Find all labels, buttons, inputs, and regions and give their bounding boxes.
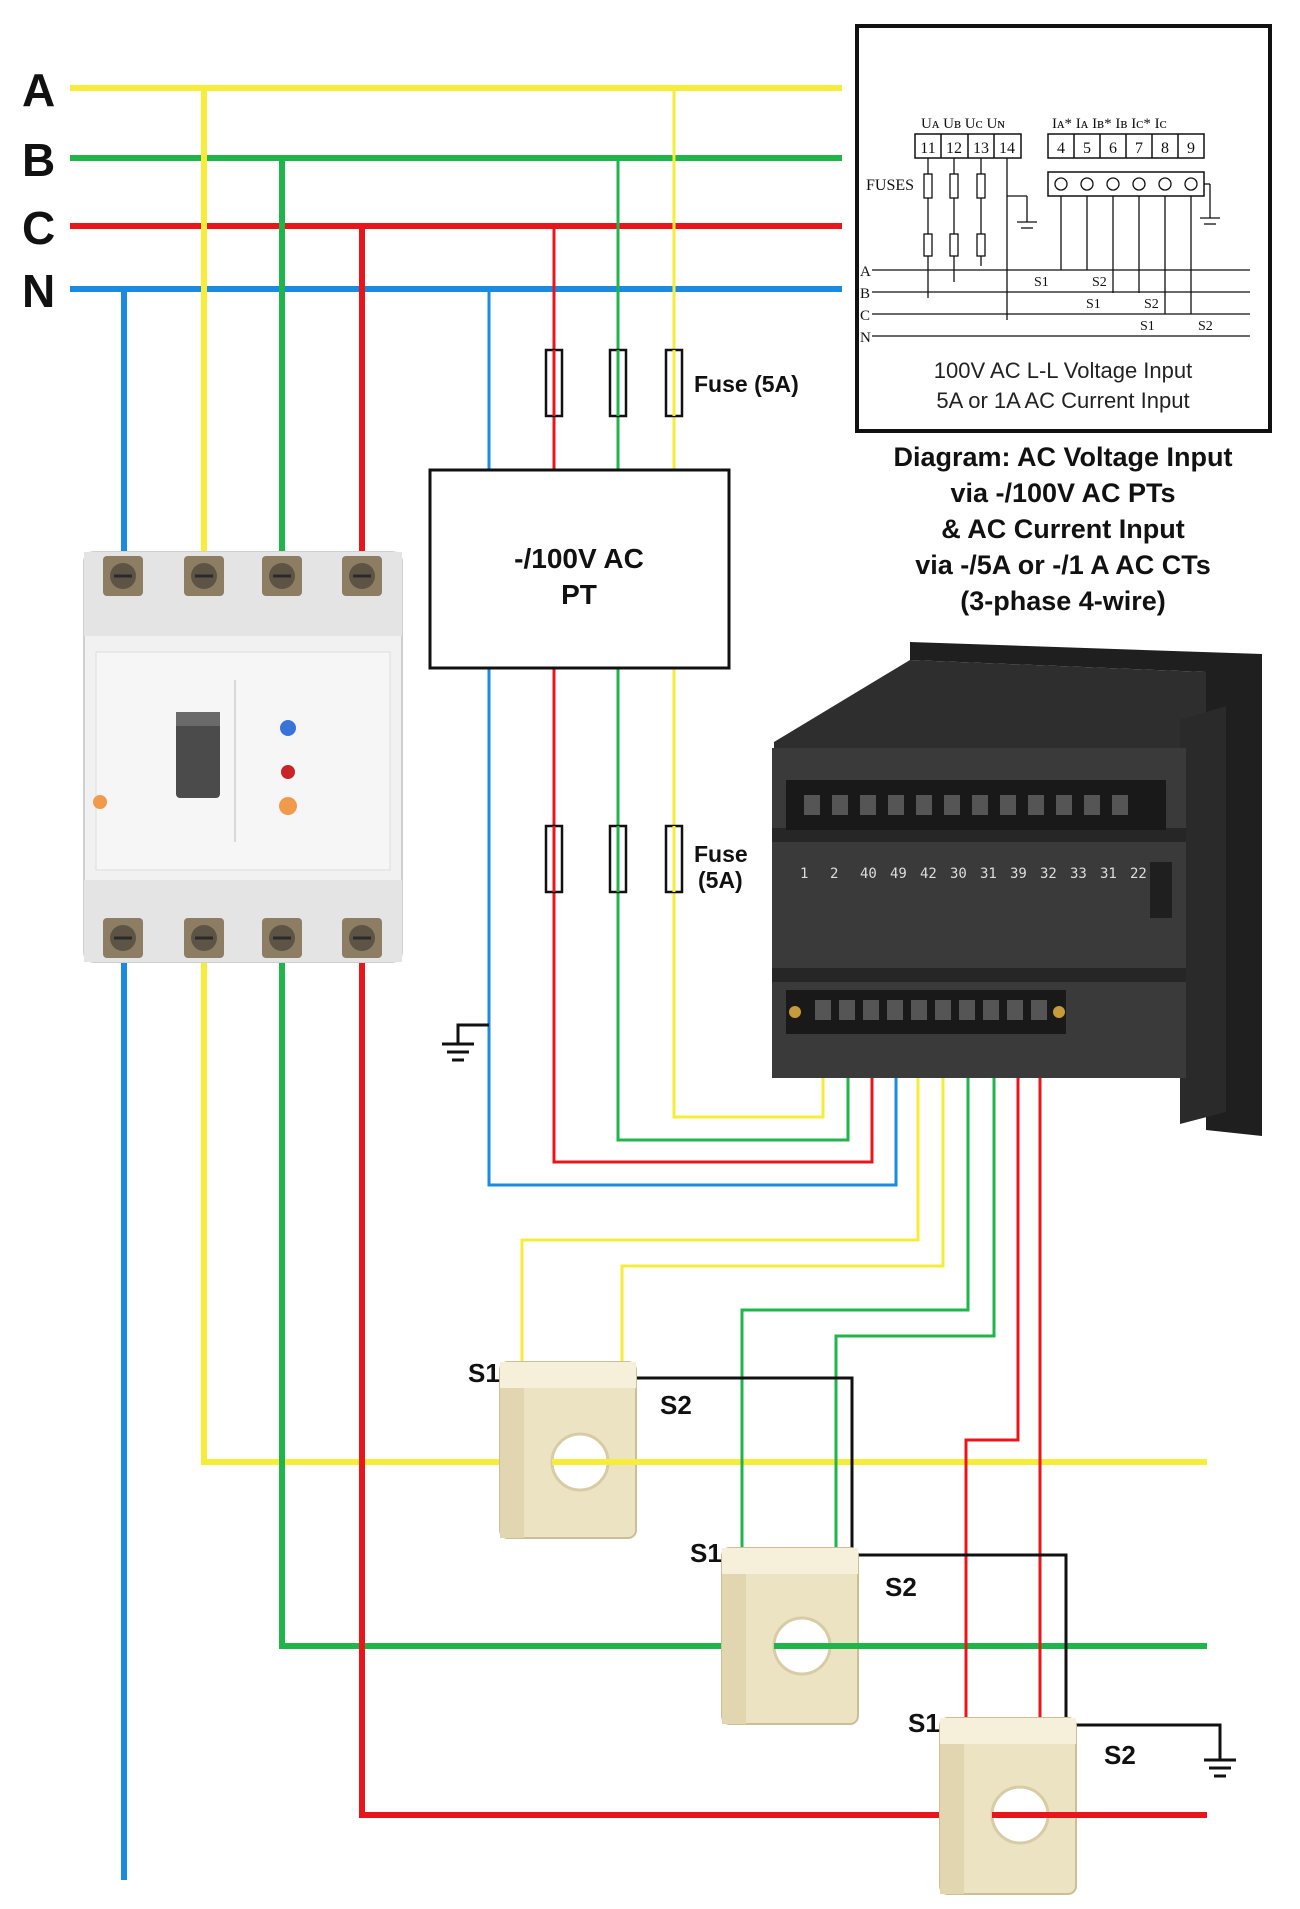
caption-line3: & AC Current Input — [941, 514, 1184, 544]
pt-out-n-wire — [487, 668, 898, 1187]
inset-phase-2: C — [860, 308, 870, 324]
ct2-s2-wire — [834, 1032, 996, 1555]
meter-terminal-number: 40 — [860, 866, 877, 882]
meter-terminal-number: 32 — [1040, 866, 1057, 882]
bus-a-label: A — [22, 64, 55, 116]
inset-ct-2: S1 — [1086, 297, 1101, 312]
inset-vterm-0: 11 — [920, 140, 935, 157]
inset-iterm-4: 8 — [1161, 140, 1169, 157]
meter-side-face — [1180, 706, 1226, 1124]
meter-terminal-number: 42 — [920, 866, 937, 882]
inset-ct-1: S2 — [1092, 275, 1107, 290]
fuse-top-label: Fuse (5A) — [694, 371, 799, 397]
inset-iterm-5: 9 — [1187, 140, 1195, 157]
meter-terminal-number: 39 — [1010, 866, 1027, 882]
circuit-breaker — [83, 551, 403, 963]
breaker-top-terminals — [103, 556, 382, 596]
inset-iterm-2: 6 — [1109, 140, 1117, 157]
inset-phase-1: B — [860, 286, 870, 302]
inset-schematic: Uᴀ Uʙ Uᴄ Uɴ Iᴀ* Iᴀ Iʙ* Iʙ Iᴄ* Iᴄ 11 12 13 1… — [855, 24, 1272, 433]
inset-iterm-0: 4 — [1057, 140, 1065, 157]
current-transformer-1 — [499, 1361, 637, 1539]
breaker-test-button — [280, 720, 296, 736]
pt-ground-icon — [442, 1023, 489, 1062]
bus-b-label: B — [22, 134, 55, 186]
feeder-a-wire — [201, 88, 1207, 1465]
current-transformer-2 — [721, 1547, 859, 1725]
meter-terminal-number: 30 — [950, 866, 967, 882]
inset-phase-3: N — [860, 330, 871, 346]
inset-ct-0: S1 — [1034, 275, 1049, 290]
pt-box — [428, 468, 731, 670]
inset-vterm-1: 12 — [946, 140, 962, 157]
meter-terminal-number: 49 — [890, 866, 907, 882]
inset-voltage-terminal-names: Uᴀ Uʙ Uᴄ Uɴ — [921, 116, 1005, 132]
inset-note-line1: 100V AC L-L Voltage Input — [934, 358, 1193, 383]
caption-line5: (3-phase 4-wire) — [960, 586, 1166, 616]
inset-ct-3: S2 — [1144, 297, 1159, 312]
caption-line2: via -/100V AC PTs — [950, 478, 1175, 508]
meter-label-numbers: 1 2 40 49 42 30 31 39 32 33 31 22 — [800, 866, 1147, 882]
fuse-group-mid — [544, 824, 684, 894]
ct3-s2-label: S2 — [1104, 1740, 1136, 1770]
power-meter: 1 2 40 49 42 30 31 39 32 33 31 22 — [772, 642, 1262, 1136]
inset-phase-0: A — [860, 264, 871, 280]
ct3-s2-ground-wire — [1040, 1723, 1222, 1760]
inset-current-terminal-names: Iᴀ* Iᴀ Iʙ* Iʙ Iᴄ* Iᴄ — [1052, 116, 1167, 132]
ct2-s1-label: S1 — [690, 1538, 722, 1568]
meter-terminal-number: 1 — [800, 866, 808, 882]
meter-upper-terminal-block — [786, 780, 1166, 830]
ct2-s2-label: S2 — [885, 1572, 917, 1602]
meter-lower-terminal-block — [786, 990, 1066, 1034]
inset-fuses-label: FUSES — [866, 177, 914, 194]
meter-terminal-number: 31 — [1100, 866, 1117, 882]
inset-vterm-3: 14 — [999, 140, 1015, 157]
meter-terminal-number: 33 — [1070, 866, 1087, 882]
inset-iterm-3: 7 — [1135, 140, 1143, 157]
meter-terminal-number: 22 — [1130, 866, 1147, 882]
pt-out-b-wire — [616, 668, 850, 1142]
breaker-handle — [176, 712, 220, 798]
breaker-indicator — [281, 765, 295, 779]
ct-ground-wires — [622, 1376, 1222, 1760]
inset-vterm-2: 13 — [973, 140, 989, 157]
ct-ground-icon — [1204, 1758, 1236, 1778]
fuse-mid-label-2: (5A) — [698, 867, 743, 893]
ct1-s2-label: S2 — [660, 1390, 692, 1420]
inset-note-line2: 5A or 1A AC Current Input — [936, 388, 1189, 413]
current-transformer-3 — [939, 1717, 1077, 1895]
caption-line4: via -/5A or -/1 A AC CTs — [915, 550, 1211, 580]
ct3-s1-wire — [964, 1032, 1020, 1725]
ct1-s2-ground-wire — [622, 1376, 854, 1555]
meter-terminal-number: 31 — [980, 866, 997, 882]
ct1-s1-label: S1 — [468, 1358, 500, 1388]
ct2-s2-ground-wire — [836, 1553, 1068, 1725]
bus-bars — [70, 85, 842, 292]
ct2-s1-wire — [740, 1032, 970, 1555]
fuse-group-top — [544, 348, 684, 418]
caption-line1: Diagram: AC Voltage Input — [893, 442, 1232, 472]
ct3-s1-label: S1 — [908, 1708, 940, 1738]
ct-through-conductors — [552, 1459, 1128, 1818]
diagram-caption: Diagram: AC Voltage Input via -/100V AC … — [893, 442, 1232, 616]
ct-wires — [520, 1032, 1042, 1725]
breaker-reset-button — [279, 797, 297, 815]
pt-box-line1: -/100V AC — [514, 543, 644, 574]
meter-front-bezel — [910, 642, 1262, 1136]
inset-frame — [855, 24, 1272, 433]
meter-top-face — [774, 660, 1206, 758]
bus-n-label: N — [22, 265, 55, 317]
pt-out-c-wire — [552, 668, 874, 1164]
inset-ct-4: S1 — [1140, 319, 1155, 334]
bus-c-label: C — [22, 202, 55, 254]
ct1-s1-wire — [520, 1032, 920, 1370]
pt-box-line2: PT — [561, 579, 597, 610]
fuse-mid-label-1: Fuse — [694, 841, 748, 867]
meter-terminal-number: 2 — [830, 866, 838, 882]
ct1-s2-wire — [620, 1032, 945, 1370]
inset-iterm-1: 5 — [1083, 140, 1091, 157]
inset-ct-5: S2 — [1198, 319, 1213, 334]
breaker-bottom-terminals — [103, 918, 382, 958]
